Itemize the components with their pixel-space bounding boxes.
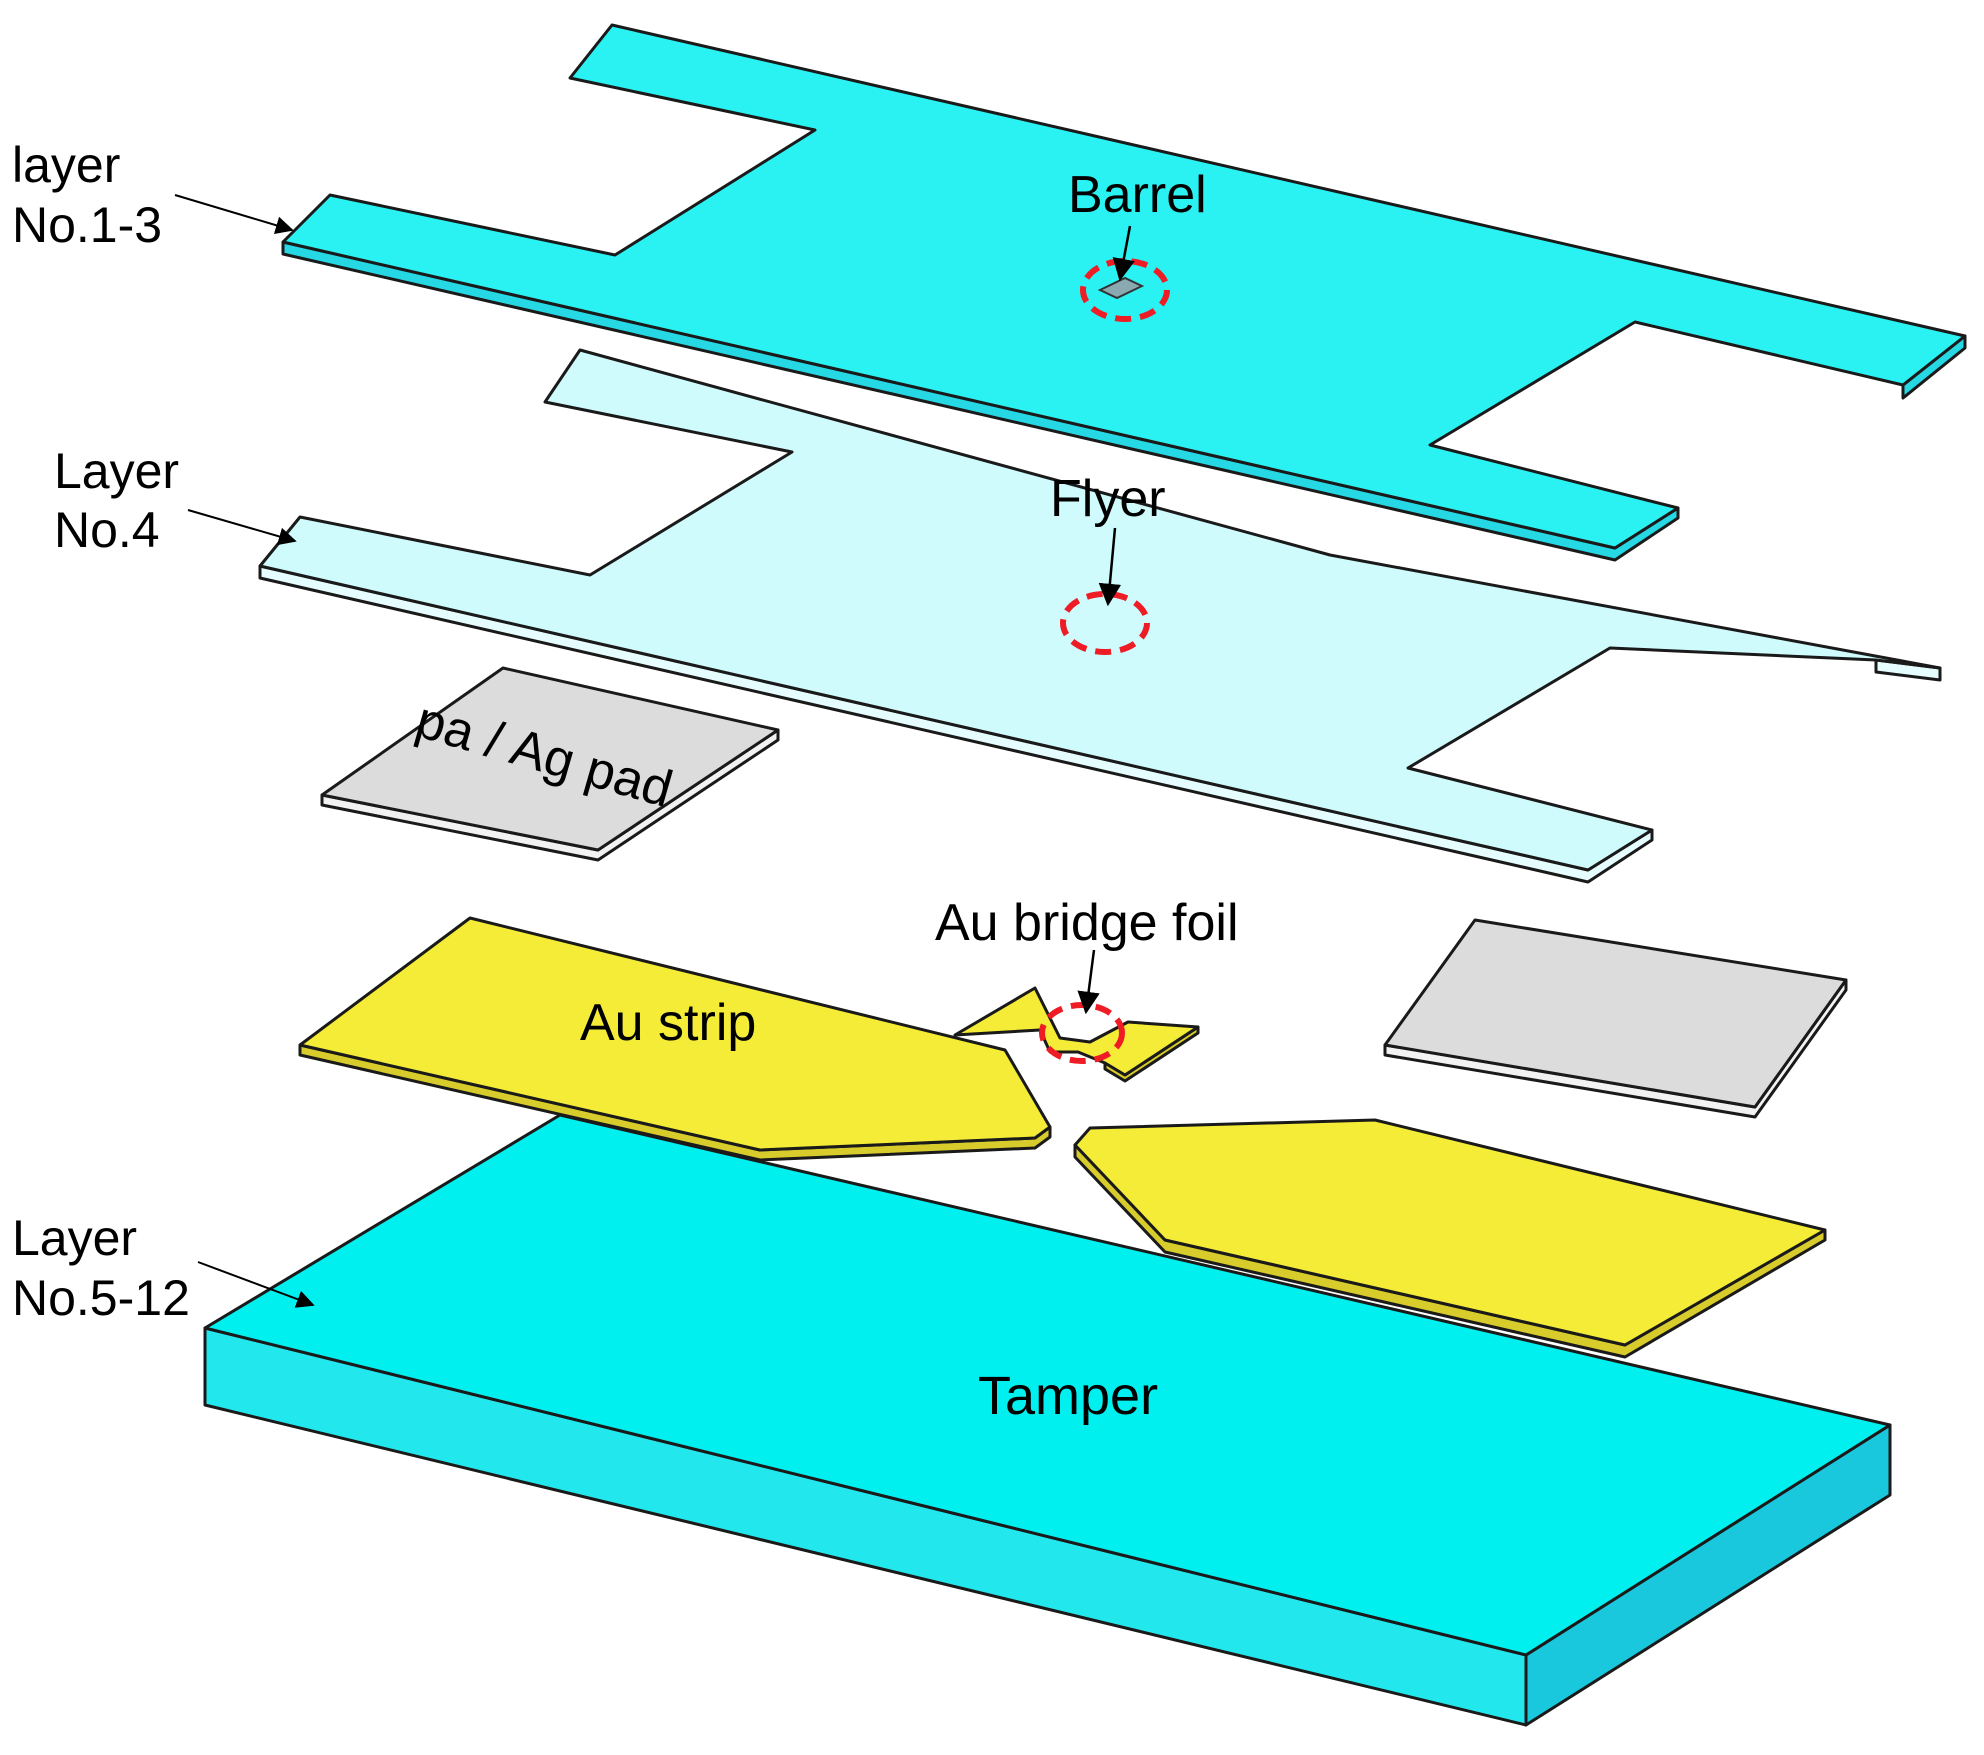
au-strip-label: Au strip <box>580 994 756 1052</box>
au-bridge-foil-label: Au bridge foil <box>935 894 1239 952</box>
layer-5-12-label-line1: Layer <box>12 1210 137 1266</box>
bridge-foil-arrow <box>1077 949 1100 1015</box>
flyer-label: Flyer <box>1050 470 1166 528</box>
pad-right <box>1383 918 1848 1119</box>
layer-1-3-label-line1: layer <box>12 137 120 193</box>
tamper-block <box>203 1113 1892 1727</box>
au-strip-left-top <box>298 916 1052 1152</box>
pad-left <box>320 666 780 862</box>
tamper-label: Tamper <box>978 1366 1158 1426</box>
layer-4-label-line1: Layer <box>54 443 179 499</box>
layer-4-arrow <box>187 509 297 546</box>
layer-1-3-label-line2: No.1-3 <box>12 197 162 253</box>
tamper-top-face <box>203 1113 1892 1657</box>
flyer-marker-circle <box>1060 591 1150 655</box>
flyer-layer <box>258 348 1942 884</box>
au-strip-right <box>1073 1118 1827 1359</box>
flyer-layer-top <box>258 348 1942 872</box>
barrel-label: Barrel <box>1068 166 1207 224</box>
pad-right-top <box>1383 918 1848 1109</box>
layer-5-12-arrow <box>197 1261 315 1308</box>
barrel-hole-icon <box>1097 276 1145 300</box>
layer-1-3-arrow <box>174 194 294 234</box>
layer-5-12-label-line2: No.5-12 <box>12 1270 190 1326</box>
layer-4-label-line2: No.4 <box>54 502 160 558</box>
barrel-layer <box>281 23 1967 562</box>
pad-left-top <box>320 666 780 852</box>
au-strip-right-top <box>1073 1118 1827 1347</box>
au-strip-left <box>298 916 1052 1162</box>
flyer-arrow <box>1098 527 1122 607</box>
barrel-marker-circle <box>1080 258 1170 322</box>
barrel-arrow <box>1112 225 1135 282</box>
